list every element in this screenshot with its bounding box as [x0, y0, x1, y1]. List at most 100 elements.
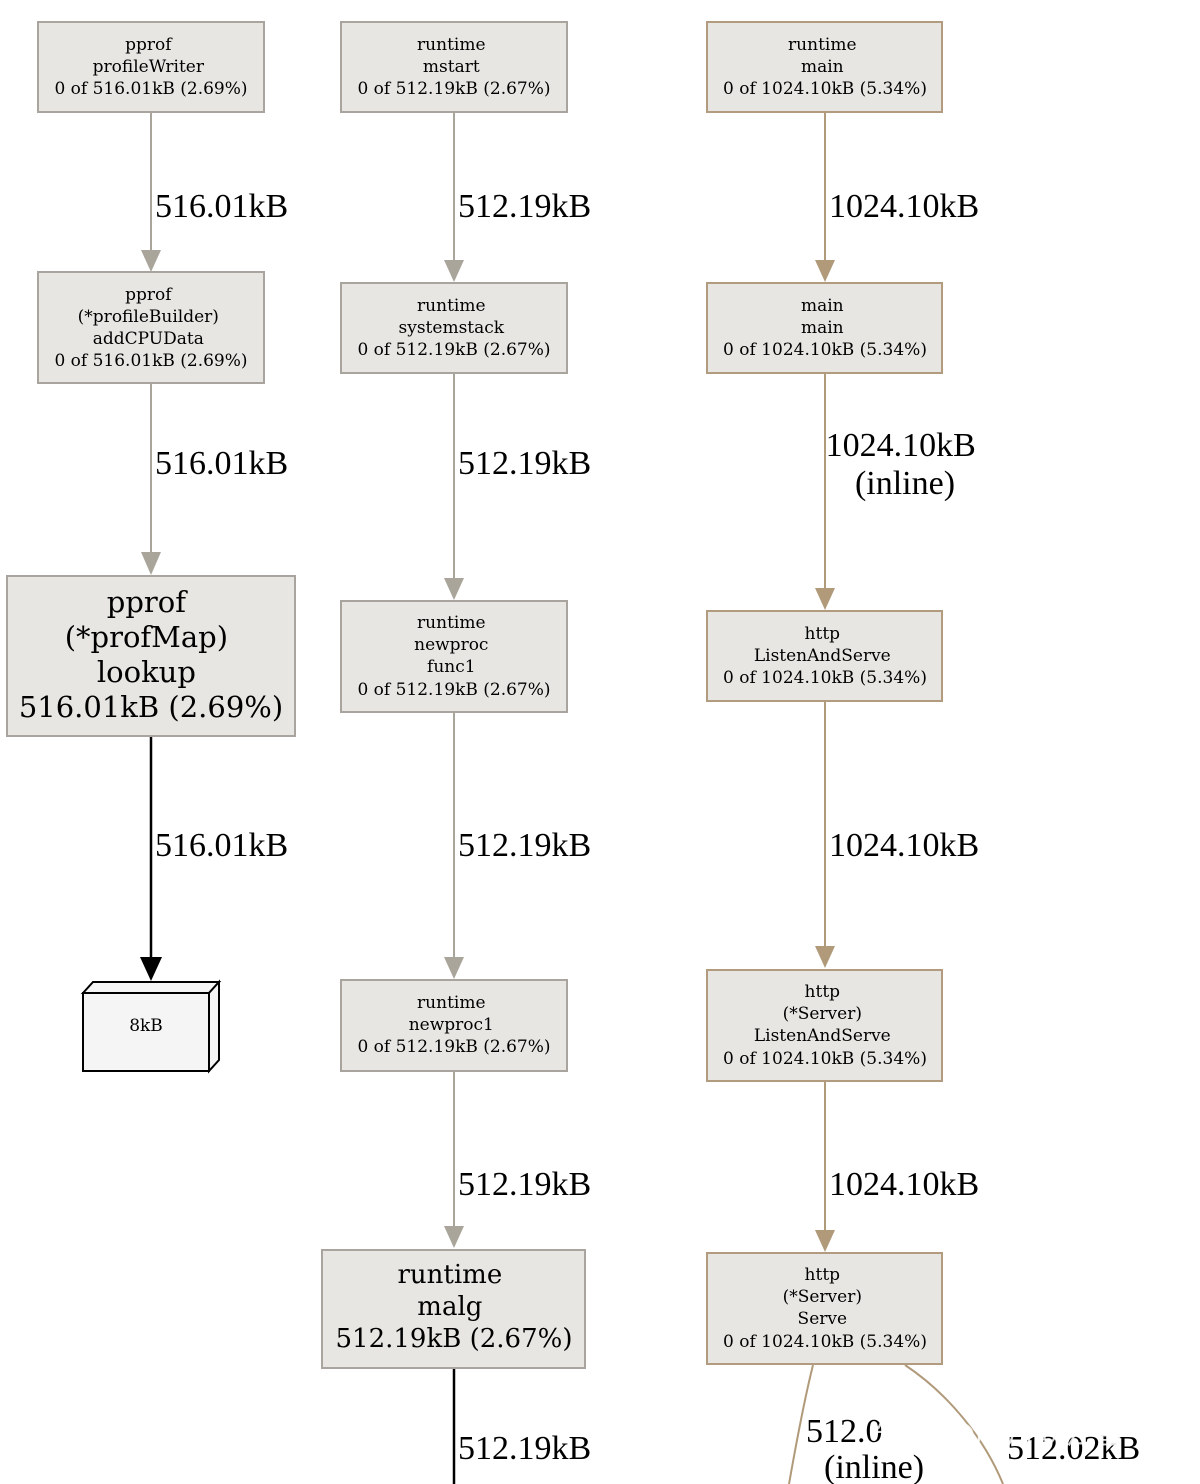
node-runtime-systemstack[interactable]: runtime systemstack 0 of 512.19kB (2.67%… — [340, 282, 568, 374]
node-label-line: newproc1 — [409, 1015, 494, 1035]
node-label-line: 8kB — [129, 1016, 163, 1036]
edge-label: 512.19kB — [458, 445, 591, 482]
node-label-line: 516.01kB (2.69%) — [19, 690, 283, 724]
node-label-line: runtime — [788, 35, 856, 55]
node-label-line: func1 — [427, 657, 476, 677]
node-label-line: 0 of 516.01kB (2.69%) — [54, 351, 247, 371]
node-label-line: 0 of 1024.10kB (5.34%) — [723, 340, 927, 360]
edge-label-line: 512.19kB — [458, 188, 591, 225]
node-label-line: runtime — [417, 993, 485, 1013]
edge-label-line: 512.19kB — [458, 445, 591, 482]
node-label-line: profileWriter — [93, 57, 205, 77]
node-label-line: 0 of 1024.10kB (5.34%) — [723, 79, 927, 99]
edge-label-line: 1024.10kB — [826, 427, 976, 464]
svg-text:runtime malg 512.1: runtime malg 512.19kB (2.67%) — [336, 1260, 573, 1354]
node-label-line: runtime — [398, 1260, 503, 1290]
svg-text:8kB: 8kB — [129, 1016, 163, 1036]
edge-label: 516.01kB — [155, 445, 288, 482]
node-label-line: 512.19kB (2.67%) — [336, 1324, 573, 1354]
node-label-line: 0 of 512.19kB (2.67%) — [357, 680, 550, 700]
edge-label: 1024.10kB (inline) — [826, 427, 985, 502]
edge-label-line: (inline) — [855, 465, 955, 502]
node-label-line: (*Server) — [783, 1004, 862, 1024]
edge-label-line: 512.19kB — [458, 827, 591, 864]
node-label-line: malg — [417, 1292, 482, 1322]
node-label-line: 0 of 1024.10kB (5.34%) — [723, 1332, 927, 1352]
node-runtime-malg[interactable]: runtime malg 512.19kB (2.67%) — [321, 1249, 586, 1369]
edge-label-line: 1024.10kB — [829, 188, 979, 225]
svg-text:http (*Server) Ser: http (*Server) Serve 0 of 1024.10kB (5.3… — [723, 1265, 927, 1352]
node-runtime-mstart[interactable]: runtime mstart 0 of 512.19kB (2.67%) — [340, 21, 568, 113]
node-pprof-profileWriter[interactable]: pprof profileWriter 0 of 516.01kB (2.69%… — [37, 21, 265, 113]
edge-runtimeMain-to-mainMain — [815, 113, 835, 282]
edge-label-line: 512.19kB — [458, 1430, 591, 1467]
edge-lookup-to-8kB — [140, 737, 162, 981]
node-label-line: 0 of 512.19kB (2.67%) — [357, 340, 550, 360]
svg-text:runtime newproc1 0: runtime newproc1 0 of 512.19kB (2.67%) — [357, 993, 550, 1057]
node-label-line: lookup — [97, 655, 196, 689]
edge-systemstack-to-newprocFunc1 — [444, 374, 464, 600]
edge-label: 516.01kB — [155, 827, 288, 864]
node-label-line: mstart — [423, 57, 480, 77]
node-label-line: main — [801, 296, 844, 316]
edge-label-line: 512.19kB — [458, 1166, 591, 1203]
node-label-line: ListenAndServe — [754, 1026, 891, 1046]
svg-text:pprof profileWriter: pprof profileWriter 0 of 516.01kB (2.69%… — [54, 35, 247, 99]
node-label-line: runtime — [417, 613, 485, 633]
node-label-line: main — [801, 318, 844, 338]
svg-text:main main 0 of 102: main main 0 of 1024.10kB (5.34%) — [723, 296, 927, 360]
edge-mstart-to-systemstack — [444, 113, 464, 282]
edge-label-line: (inline) — [824, 1449, 924, 1484]
edge-label-line: 512.02kB — [1007, 1430, 1140, 1467]
node-label-line: runtime — [417, 35, 485, 55]
edge-label: 512.19kB — [458, 1166, 591, 1203]
node-http-listenAndServe[interactable]: http ListenAndServe 0 of 1024.10kB (5.34… — [706, 610, 943, 702]
node-label-line: (*Server) — [783, 1287, 862, 1307]
svg-text:runtime mstart 0 o: runtime mstart 0 of 512.19kB (2.67%) — [357, 35, 550, 99]
edge-label: 512.02kB — [1007, 1430, 1140, 1467]
edge-label: 516.01kB — [155, 188, 288, 225]
edge-profileWriter-to-addCPUData — [141, 113, 161, 272]
node-label-line: 0 of 512.19kB (2.67%) — [357, 79, 550, 99]
edge-serverListenAndServe-to-serverServe — [815, 1082, 835, 1252]
node-label-line: runtime — [417, 296, 485, 316]
edge-label-line: 516.01kB — [155, 827, 288, 864]
edge-listenAndServe-to-serverListenAndServe — [815, 702, 835, 968]
node-label-line: ListenAndServe — [754, 646, 891, 666]
svg-text:runtime main 0 of: runtime main 0 of 1024.10kB (5.34%) — [723, 35, 927, 99]
svg-text:runtime systemstack: runtime systemstack 0 of 512.19kB (2.67%… — [357, 296, 550, 360]
edge-label: 512.19kB — [458, 827, 591, 864]
node-label-line: addCPUData — [93, 329, 204, 349]
node-pprof-lookup[interactable]: pprof (*profMap) lookup 516.01kB (2.69%) — [6, 575, 296, 737]
edge-label: 512.19kB — [458, 1430, 591, 1467]
node-8kB-box[interactable]: 8kB — [80, 979, 222, 1074]
node-runtime-newproc1[interactable]: runtime newproc1 0 of 512.19kB (2.67%) — [340, 979, 568, 1072]
node-label-line: newproc — [414, 635, 488, 655]
node-label-line: Serve — [798, 1309, 848, 1329]
node-runtime-newproc-func1[interactable]: runtime newproc func1 0 of 512.19kB (2.6… — [340, 600, 568, 713]
edge-newproc1-to-malg — [444, 1072, 464, 1248]
node-pprof-addCPUData[interactable]: pprof (*profileBuilder) addCPUData 0 of … — [37, 271, 265, 384]
edge-serverServe-down-left — [788, 1364, 814, 1484]
svg-text:http ListenAndServe: http ListenAndServe 0 of 1024.10kB (5.34… — [723, 624, 927, 688]
edge-addCPUData-to-lookup — [141, 384, 161, 575]
node-runtime-main[interactable]: runtime main 0 of 1024.10kB (5.34%) — [706, 21, 943, 113]
edge-label-line: 1024.10kB — [829, 1166, 979, 1203]
node-label-line: pprof — [125, 35, 173, 55]
node-http-server-serve[interactable]: http (*Server) Serve 0 of 1024.10kB (5.3… — [706, 1252, 943, 1365]
node-http-server-listenAndServe[interactable]: http (*Server) ListenAndServe 0 of 1024.… — [706, 969, 943, 1082]
edge-label: 1024.10kB — [829, 188, 979, 225]
svg-text:runtime newproc fu: runtime newproc func1 0 of 512.19kB (2.6… — [357, 613, 550, 700]
edge-label-line: 512.0 — [806, 1413, 883, 1450]
node-label-line: 0 of 1024.10kB (5.34%) — [723, 1049, 927, 1069]
edge-label-line: 1024.10kB — [829, 827, 979, 864]
edge-label: 512.19kB — [458, 188, 591, 225]
node-main-main[interactable]: main main 0 of 1024.10kB (5.34%) — [706, 282, 943, 374]
edge-label: 1024.10kB — [829, 827, 979, 864]
svg-text:pprof (*profileBuilder): pprof (*profileBuilder) addCPUData 0 of … — [54, 285, 247, 371]
edge-label: 512.0 (inline) — [806, 1413, 924, 1484]
node-label-line: (*profileBuilder) — [78, 307, 219, 327]
node-label-line: 0 of 1024.10kB (5.34%) — [723, 668, 927, 688]
node-label-line: http — [805, 982, 841, 1002]
